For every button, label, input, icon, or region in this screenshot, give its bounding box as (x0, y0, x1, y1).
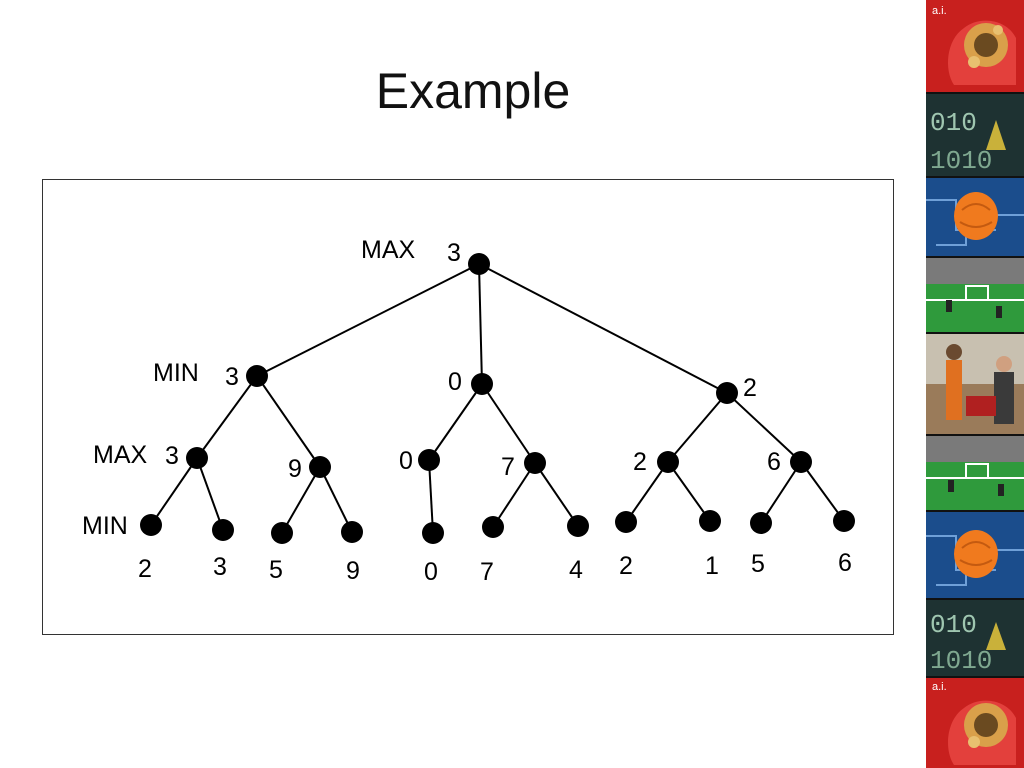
leaf-value-11: 6 (838, 549, 852, 577)
edge-root-c (478, 263, 728, 394)
node-min-b (471, 373, 493, 395)
edge-b2-l7 (534, 462, 579, 527)
edge-b-b1 (428, 383, 483, 461)
svg-text:a.i.: a.i. (932, 5, 947, 17)
node-value-max-a2: 9 (288, 455, 302, 483)
leaf-value-7: 4 (569, 556, 583, 584)
leaf-node-10 (750, 512, 772, 534)
leaf-value-3: 5 (269, 556, 283, 584)
leaf-value-6: 7 (480, 558, 494, 586)
edge-c2-l10 (760, 461, 802, 524)
decorative-image-strip: a.i. 010 1010 (926, 0, 1024, 768)
minimax-tree-svg: MAX MIN MAX MIN 3 3 0 2 3 9 0 7 2 6 2 3 … (82, 236, 855, 586)
robot-soccer-field-icon (926, 258, 1024, 332)
leaf-node-1 (140, 514, 162, 536)
edge-b-b2 (481, 383, 536, 464)
ai-brain-robot-icon: a.i. (926, 678, 1024, 768)
leaf-node-9 (699, 510, 721, 532)
node-max-b2 (524, 452, 546, 474)
leaf-node-4 (341, 521, 363, 543)
svg-text:a.i.: a.i. (932, 681, 947, 693)
edge-a2-l4 (319, 466, 353, 533)
leaf-node-3 (271, 522, 293, 544)
leaf-node-7 (567, 515, 589, 537)
edge-c2-l11 (800, 461, 845, 522)
node-value-root: 3 (447, 239, 461, 267)
leaf-node-8 (615, 511, 637, 533)
svg-text:010: 010 (930, 108, 977, 138)
edge-b2-l6 (492, 462, 536, 528)
node-max-c2 (790, 451, 812, 473)
edge-a1-l1 (150, 457, 198, 526)
svg-text:010: 010 (930, 610, 977, 640)
leaf-node-6 (482, 516, 504, 538)
lab-people-icon (926, 334, 1024, 434)
leaf-value-10: 5 (751, 550, 765, 578)
ai-brain-robot-icon: a.i. (926, 0, 1024, 92)
node-value-max-b2: 7 (501, 453, 515, 481)
node-value-min-b: 0 (448, 368, 462, 396)
binary-code-icon: 010 1010 (926, 600, 1024, 676)
edge-a1-l2 (196, 457, 224, 531)
node-max-b1 (418, 449, 440, 471)
edge-c-c2 (726, 392, 802, 463)
robot-soccer-field-icon (926, 436, 1024, 510)
edge-root-b (478, 263, 483, 385)
leaf-node-2 (212, 519, 234, 541)
edge-c1-l8 (625, 461, 669, 523)
node-value-max-c1: 2 (633, 448, 647, 476)
level-label-max-root: MAX (361, 236, 416, 264)
level-label-min-1: MIN (153, 359, 199, 387)
edge-b1-l5 (428, 459, 434, 534)
node-value-max-b1: 0 (399, 447, 413, 475)
node-min-c (716, 382, 738, 404)
leaf-value-2: 3 (213, 553, 227, 581)
brain-circuit-icon (926, 178, 1024, 256)
slide-title: Example (375, 63, 571, 119)
node-max-a2 (309, 456, 331, 478)
minimax-tree-diagram: MAX MIN MAX MIN 3 3 0 2 3 9 0 7 2 6 2 3 … (42, 179, 894, 635)
node-min-a (246, 365, 268, 387)
tree-nodes (140, 253, 855, 544)
level-label-min-3: MIN (82, 512, 128, 540)
edge-a-a2 (256, 375, 321, 468)
leaf-value-9: 1 (705, 552, 719, 580)
image-strip-svg: a.i. 010 1010 (926, 0, 1024, 768)
brain-circuit-icon (926, 512, 1024, 598)
edge-a-a1 (196, 375, 258, 459)
edge-c-c1 (667, 392, 728, 463)
leaf-value-8: 2 (619, 552, 633, 580)
tree-edges (150, 263, 845, 534)
leaf-node-11 (833, 510, 855, 532)
leaf-node-5 (422, 522, 444, 544)
node-max-c1 (657, 451, 679, 473)
node-max-a1 (186, 447, 208, 469)
node-value-max-c2: 6 (767, 448, 781, 476)
binary-code-icon: 010 1010 (926, 94, 1024, 176)
edge-root-a (256, 263, 480, 377)
node-value-max-a1: 3 (165, 442, 179, 470)
node-value-min-c: 2 (743, 374, 757, 402)
level-label-max-2: MAX (93, 441, 148, 469)
leaf-value-1: 2 (138, 555, 152, 583)
leaf-value-5: 0 (424, 558, 438, 586)
edge-a2-l3 (281, 466, 321, 534)
node-root (468, 253, 490, 275)
svg-text:1010: 1010 (930, 146, 992, 176)
node-value-min-a: 3 (225, 363, 239, 391)
edge-c1-l9 (667, 461, 711, 522)
leaf-value-4: 9 (346, 557, 360, 585)
svg-text:1010: 1010 (930, 646, 992, 676)
